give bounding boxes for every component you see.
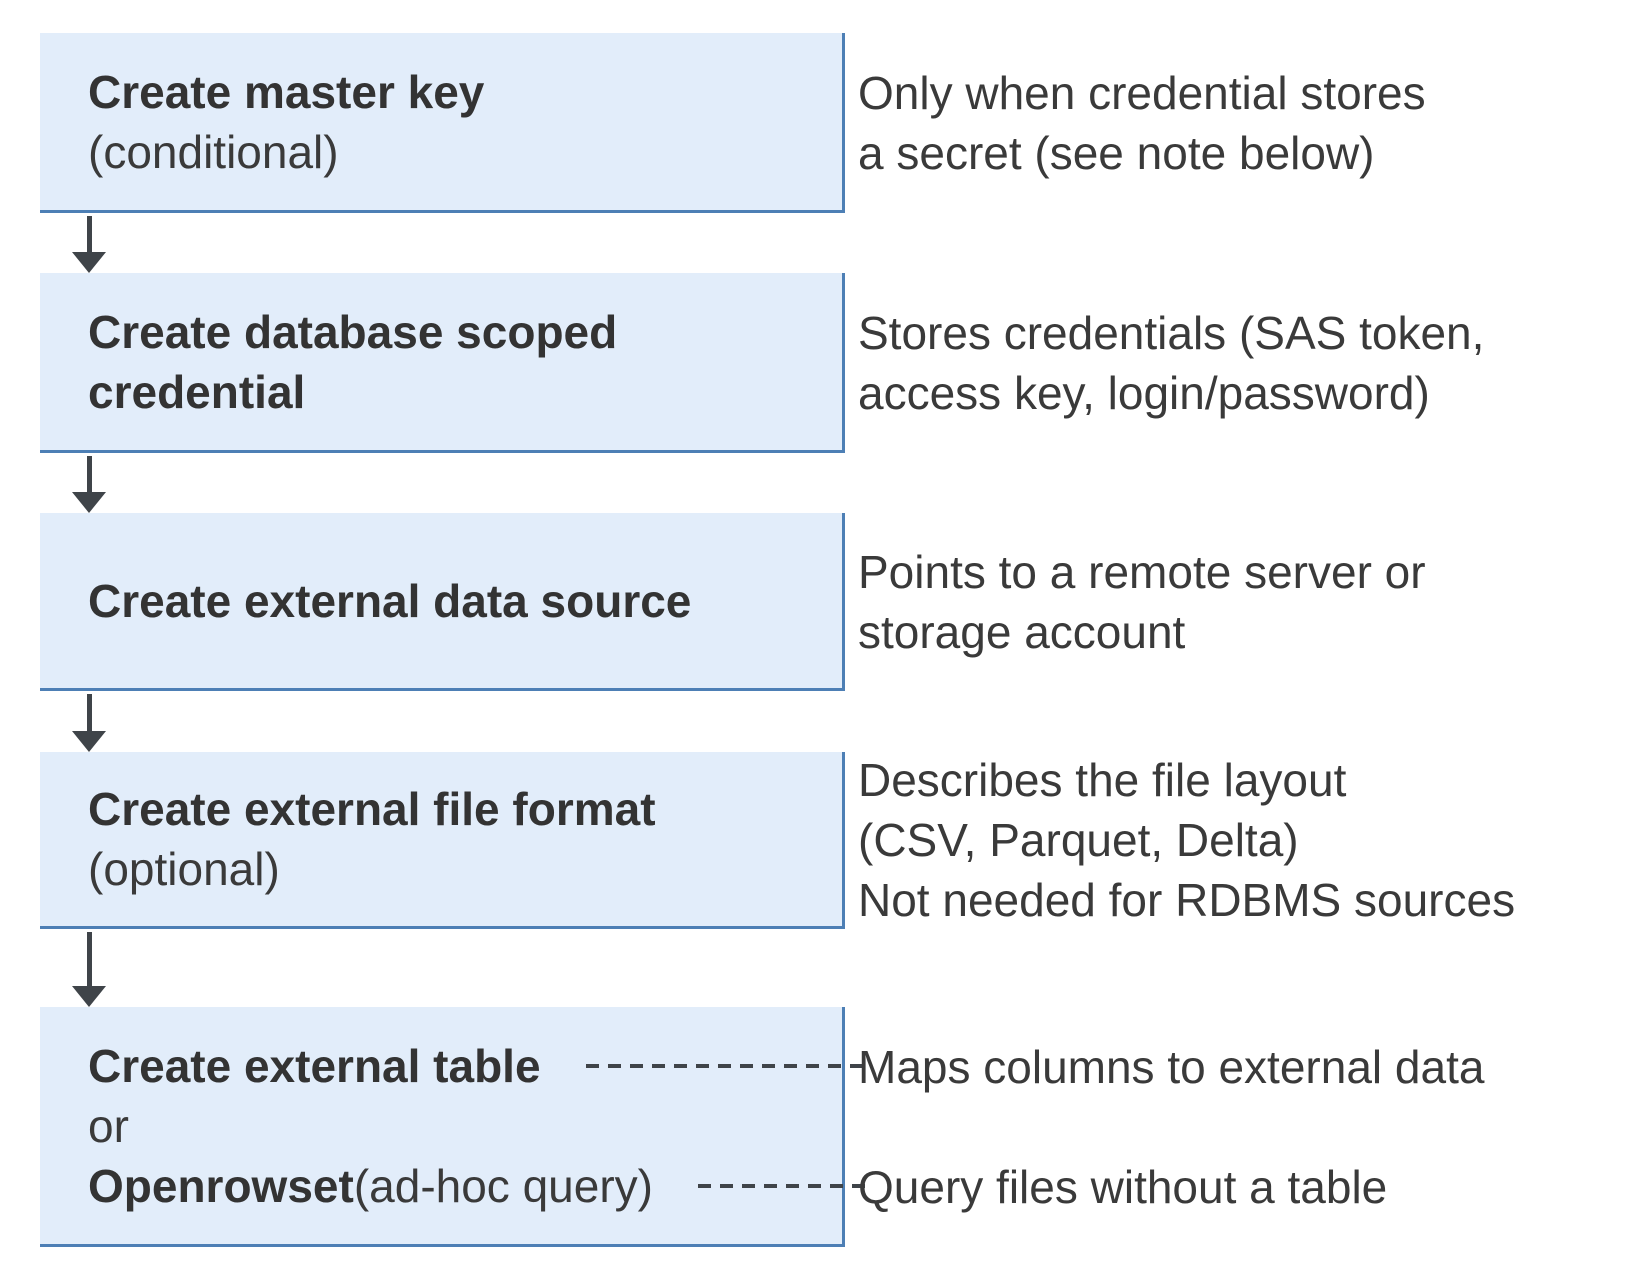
note-line: access key, login/password) [858,367,1430,419]
box-title-line: Create master key [88,62,842,122]
note-line: (CSV, Parquet, Delta) [858,814,1299,866]
note-line: Only when credential stores [858,67,1426,119]
note-line: Points to a remote server or [858,546,1426,598]
arrow-stem [86,456,92,492]
flow-box-master-key: Create master key (conditional) [40,33,845,213]
note-line: Describes the file layout [858,754,1347,806]
box-title-line: credential [88,362,842,422]
flow-box-file-format: Create external file format (optional) [40,752,845,929]
box-title: Create database scoped [88,305,618,358]
note-data-source: Points to a remote server or storage acc… [858,542,1630,662]
arrow-head [72,986,106,1007]
note-scoped-credential: Stores credentials (SAS token, access ke… [858,303,1630,423]
note-line: Stores credentials (SAS token, [858,307,1485,359]
box-title: Create master key [88,65,485,118]
box-qualifier: (ad-hoc query) [353,1159,653,1212]
note-line: Query files without a table [858,1161,1388,1213]
box-title: Openrowset [88,1159,354,1212]
box-title-line: Openrowset (ad-hoc query) [88,1156,865,1216]
note-master-key: Only when credential stores a secret (se… [858,63,1630,183]
arrow-down-icon [72,216,106,273]
arrow-stem [86,694,92,731]
arrow-down-icon [72,694,106,752]
box-title: Create external table [88,1039,541,1092]
box-title-line: Create external data source [88,571,842,631]
dashed-connector-table [585,1063,865,1068]
arrow-head [72,492,106,513]
flow-box-scoped-credential: Create database scoped credential [40,273,845,453]
box-title-line: Create database scoped [88,302,842,362]
note-line: a secret (see note below) [858,127,1375,179]
flow-box-data-source: Create external data source [40,513,845,691]
dashed-connector-openrowset [697,1183,865,1188]
note-line: Maps columns to external data [858,1041,1485,1093]
box-title-line: Create external table [88,1036,865,1096]
box-connector-word: or [88,1099,129,1152]
box-qualifier: (optional) [88,843,280,895]
box-qualifier: (conditional) [88,125,339,178]
note-line: Not needed for RDBMS sources [858,874,1516,926]
flow-box-external-table: Create external table or Openrowset (ad-… [40,1007,865,1247]
arrow-head [72,731,106,752]
box-title: Create external data source [88,574,692,627]
arrow-down-icon [72,932,106,1007]
arrow-stem [86,216,92,252]
note-openrowset: Query files without a table [858,1157,1630,1217]
box-title-line: Create external file format [88,779,842,839]
note-line: storage account [858,606,1186,658]
arrow-stem [86,932,92,986]
arrow-head [72,252,106,273]
note-file-format: Describes the file layout (CSV, Parquet,… [858,750,1630,930]
arrow-down-icon [72,456,106,513]
note-external-table: Maps columns to external data [858,1037,1630,1097]
box-title: credential [88,365,306,418]
box-title: Create external file format [88,783,656,835]
